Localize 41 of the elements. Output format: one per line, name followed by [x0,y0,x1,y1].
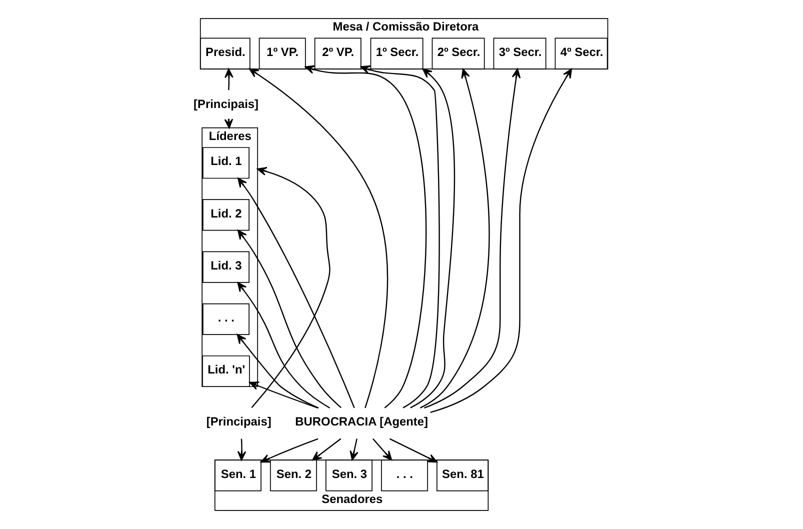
arrow [360,65,440,408]
node-box: 2º VP. [314,38,362,70]
arrow [430,68,572,413]
arrow [237,230,342,408]
arrow [350,438,358,460]
node-box: Lid. 3 [202,251,250,283]
arrow [424,68,521,409]
node-box: Sen. 3 [325,460,372,492]
arrow [251,166,330,408]
arrow [248,68,388,408]
arrow [372,438,392,460]
arrow [260,438,318,463]
arrow [249,382,318,408]
node-box: 1º Secr. [370,38,424,70]
arrow [224,118,234,128]
node-box: 1º VP. [258,38,306,70]
node-box: 3º Secr. [493,38,546,70]
node-box: Sen. 1 [214,460,262,492]
node-box: Sen. 81 [436,460,489,492]
arrow [410,68,456,408]
node-box: 2º Secr. [432,38,485,70]
arrow [238,178,355,408]
node-text: [Principais] [194,96,259,111]
node-box: Lid. 'n' [202,355,250,388]
node-box: . . . [202,303,250,335]
arrow [304,65,427,408]
node-box: Presid. [200,38,250,70]
node-box: . . . [381,460,428,492]
node-box: 4º Secr. [554,38,608,70]
arrow [237,282,330,408]
node-box: Sen. 2 [270,460,317,492]
node-text: [Principais] [206,414,272,429]
arrow [312,438,342,461]
arrow [236,334,319,409]
node-box: Lid. 2 [202,199,250,231]
arrow [420,68,490,408]
arrow [224,68,234,90]
arrow [237,438,246,461]
arrow [389,438,438,463]
node-text: BUROCRACIA [Agente] [295,414,428,429]
node-box: Lid. 1 [202,147,250,179]
